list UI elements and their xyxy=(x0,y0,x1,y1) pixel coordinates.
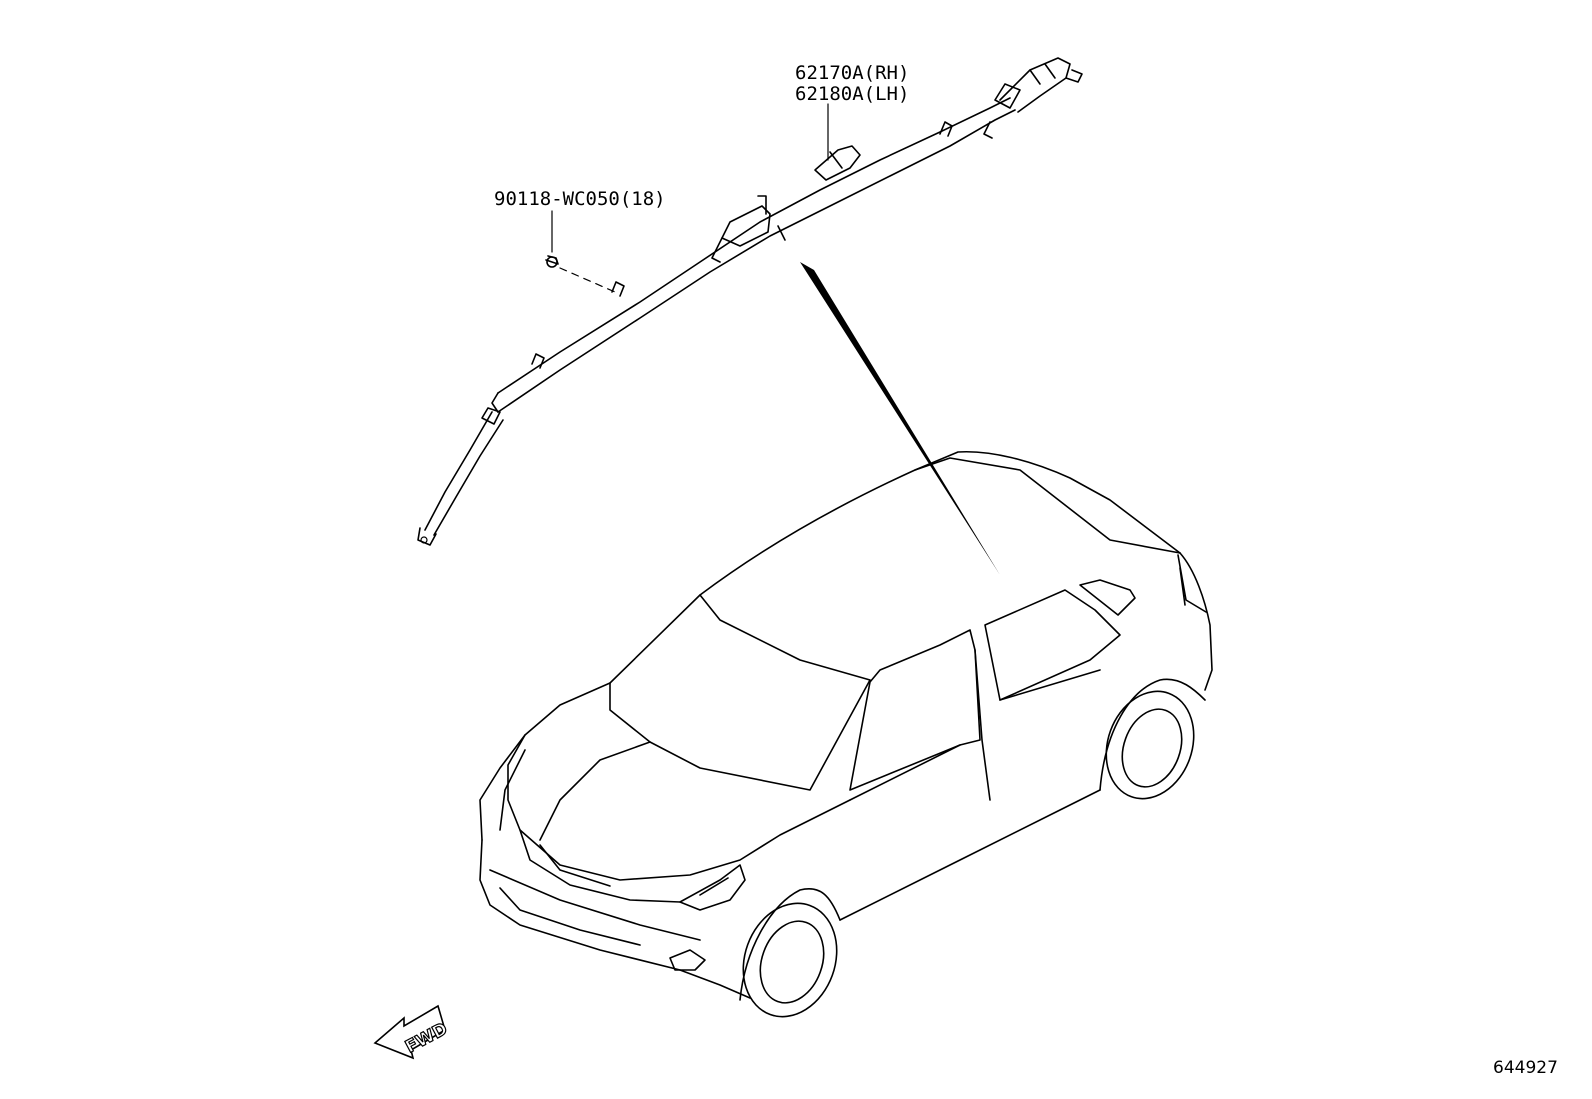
label-part-lh[interactable]: 62180A(LH) xyxy=(795,83,909,105)
leader-lines xyxy=(551,103,829,293)
diagram-number: 644927 xyxy=(1493,1058,1558,1078)
curtain-airbag-assembly[interactable] xyxy=(417,57,1083,546)
bolt-icon[interactable] xyxy=(545,255,559,268)
forward-direction-arrow: FWD xyxy=(373,1004,451,1060)
label-bolt[interactable]: 90118-WC050(18) xyxy=(494,188,666,210)
location-pointer xyxy=(800,262,1000,575)
vehicle-outline xyxy=(479,450,1213,1018)
label-part-rh[interactable]: 62170A(RH) xyxy=(795,62,909,84)
